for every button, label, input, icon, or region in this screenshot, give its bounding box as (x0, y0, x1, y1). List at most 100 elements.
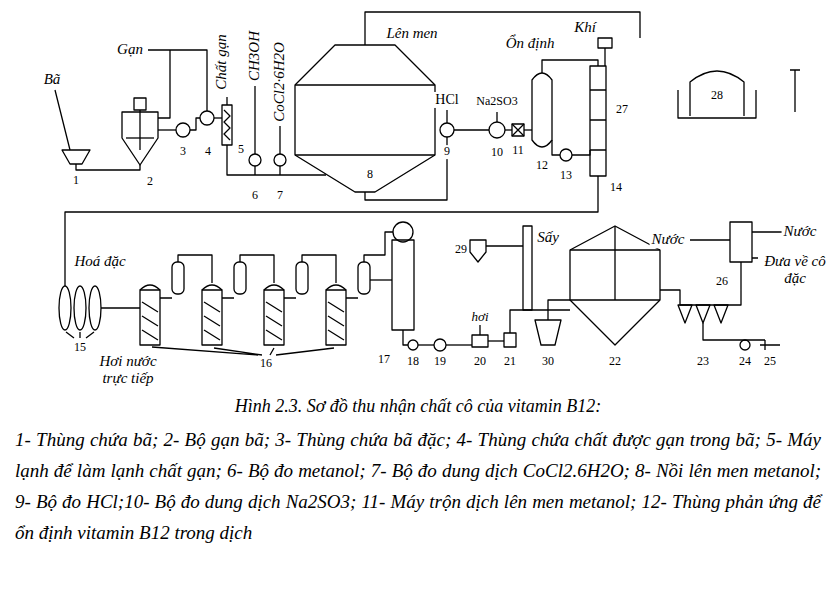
stabilisation-part (598, 38, 612, 48)
process-label: HCl (433, 92, 460, 108)
collectors-part (678, 305, 728, 323)
collectors-part (740, 340, 750, 350)
callout-number: 26 (714, 275, 730, 289)
callout-number: 19 (432, 355, 448, 369)
evaporators-part (204, 302, 220, 340)
stabilisation-part (496, 112, 497, 122)
stabilisation-part (572, 150, 590, 155)
stabilisation-part (560, 149, 572, 161)
spray-dryer-part (570, 226, 660, 345)
evaporators-part (142, 302, 158, 340)
callout-number: 6 (250, 189, 260, 203)
callout-number: 30 (540, 355, 556, 369)
process-label: CoCl2·6H2O (271, 40, 288, 124)
pumps-and-cooler-part (224, 110, 230, 140)
callout-number: 10 (489, 146, 505, 160)
concentrate-vessel-part (472, 335, 488, 347)
process-label: Na2SO3 (474, 95, 519, 109)
pumps-and-cooler-part (190, 118, 200, 130)
concentrate-vessel-part (446, 344, 472, 345)
stabilisation-part (590, 66, 606, 176)
evaporators-part (172, 262, 184, 294)
callout-number: 27 (614, 103, 630, 117)
spray-dryer-part (523, 226, 532, 310)
collectors-part (760, 340, 780, 350)
fermenter-part (365, 12, 640, 45)
fermenter-part (295, 85, 435, 155)
evaporators-part (296, 262, 308, 294)
decanter-part (139, 110, 140, 150)
residue-tank-part (55, 90, 70, 150)
decanter-part (134, 98, 146, 110)
figure-caption: Hình 2.3. Sơ đồ thu nhận chất cô của vit… (0, 396, 836, 417)
process-label: Ổn định (504, 35, 557, 52)
callout-number: 4 (203, 145, 213, 159)
stabilisation-part (590, 90, 606, 150)
residue-tank-part (62, 150, 90, 164)
evaporators-part (326, 290, 346, 345)
callout-number: 18 (405, 355, 421, 369)
stabilisation-part (552, 140, 560, 155)
spray-dryer-part (548, 300, 570, 320)
concentrate-vessel-part (504, 333, 516, 347)
storage-tank (678, 70, 800, 118)
callout-number: 12 (534, 159, 550, 173)
callout-number: 29 (453, 243, 469, 257)
process-label: hơi (469, 310, 490, 325)
dosing-tanks-part (279, 126, 280, 154)
spray-dryer-part (570, 226, 660, 300)
heat-exchangers-part (101, 307, 140, 308)
stabilisation (65, 38, 612, 286)
callout-number: 23 (695, 355, 711, 369)
concentrate-vessel-part (479, 325, 480, 335)
concentrate-vessel-part (488, 340, 504, 341)
process-label: Khí (572, 19, 598, 36)
evaporators-part (264, 285, 284, 290)
dosing-tanks-part (254, 166, 255, 175)
callout-number: 17 (376, 353, 392, 367)
evaporators-part (160, 255, 212, 298)
residue-tank (55, 90, 140, 170)
evaporators-part (326, 285, 346, 290)
stabilisation-part (532, 73, 552, 147)
process-label: Hơi nước trực tiếp (85, 353, 171, 388)
concentrate-vessel-part (370, 279, 392, 280)
fermenter (295, 12, 640, 200)
callout-number: 9 (442, 145, 452, 159)
concentrate-vessel-part (434, 339, 446, 351)
concentrate-vessel-part (392, 240, 414, 330)
process-illustration-part (55, 12, 800, 355)
stabilisation-part (512, 124, 524, 136)
concentrate-vessel-part (418, 344, 434, 345)
evaporators-part (202, 290, 222, 345)
dosing-tanks-part (249, 154, 261, 166)
callout-number: 1 (71, 174, 81, 188)
pumps-and-cooler-part (200, 111, 214, 125)
evaporators-part (266, 302, 282, 340)
callout-number: 28 (709, 89, 725, 103)
stabilisation-part (489, 122, 505, 138)
spray-dryer-part (470, 240, 486, 262)
evaporators-part (284, 255, 336, 298)
evaporators-part (140, 285, 160, 290)
dosing-tanks-part (274, 154, 286, 166)
evaporators-part (328, 302, 344, 340)
pumps-and-cooler-part (176, 123, 190, 137)
callout-number: 2 (145, 175, 155, 189)
decanter-part (158, 129, 176, 130)
evaporators-part (346, 232, 393, 298)
stabilisation-part (454, 129, 489, 130)
evaporators-part (202, 285, 222, 290)
dosing-tanks-part (279, 166, 280, 175)
callout-number: 24 (737, 355, 753, 369)
callout-number: 5 (236, 143, 246, 157)
evaporators-part (234, 262, 246, 294)
callout-number: 13 (558, 169, 574, 183)
concentrate-vessel-part (408, 340, 418, 350)
process-label: Hoá đặc (72, 253, 127, 270)
concentrate-vessel-part (403, 330, 408, 345)
process-label: Chất gạn (213, 32, 230, 91)
callout-number: 14 (608, 181, 624, 195)
legend-text: 1- Thùng chứa bã; 2- Bộ gạn bã; 3- Thùng… (15, 424, 821, 548)
